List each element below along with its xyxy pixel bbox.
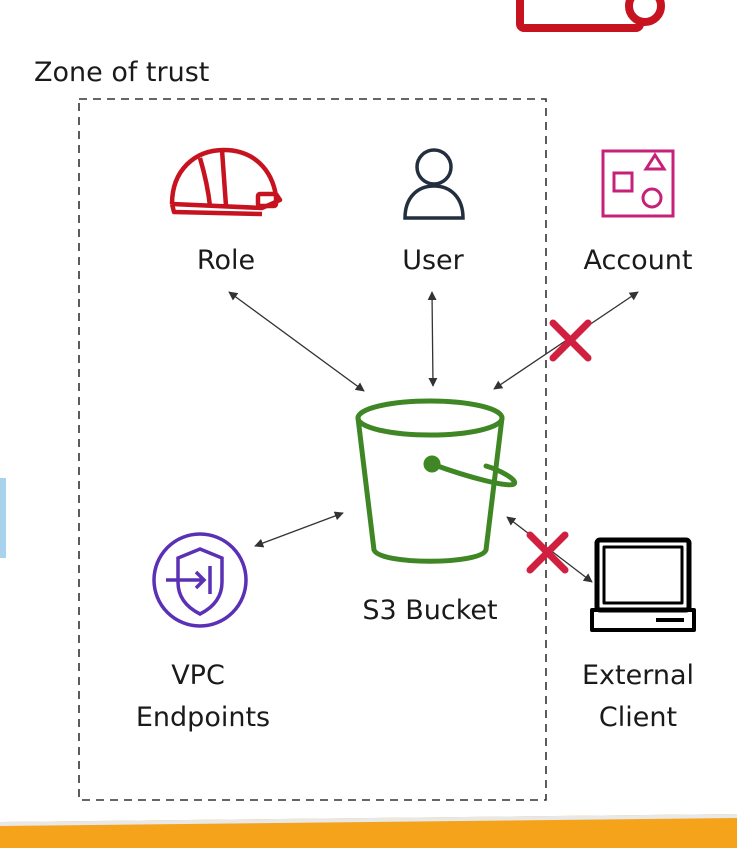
- user-label: User: [402, 245, 464, 276]
- edge-decoration: [0, 478, 6, 558]
- vpc-endpoints-label-line1: VPC: [171, 660, 225, 691]
- arrow-vpc-bucket: [254, 511, 344, 548]
- arrow-role-bucket: [228, 291, 365, 392]
- user-icon: [403, 148, 465, 220]
- role-label: Role: [196, 245, 256, 276]
- s3-bucket-label: S3 Bucket: [362, 595, 498, 626]
- account-icon: [601, 149, 675, 218]
- zone-of-trust-label: Zone of trust: [34, 57, 210, 88]
- external-client-label-line1: External: [581, 660, 695, 691]
- s3-bucket-icon: [355, 398, 518, 564]
- account-label: Account: [583, 245, 693, 276]
- vpc-endpoints-label-line2: Endpoints: [135, 702, 271, 733]
- vpc-endpoints-icon: [152, 532, 248, 628]
- laptop-icon: [590, 537, 696, 632]
- hard-hat-icon: [169, 147, 283, 217]
- denied-x-icon-account: [549, 319, 592, 362]
- footer-band: [0, 814, 737, 848]
- zone-of-trust-boundary: [78, 98, 547, 801]
- arrow-user-bucket: [427, 291, 438, 387]
- external-client-label-line2: Client: [598, 702, 678, 733]
- denied-x-icon-external: [526, 531, 569, 574]
- key-fragment-icon: [516, 0, 665, 32]
